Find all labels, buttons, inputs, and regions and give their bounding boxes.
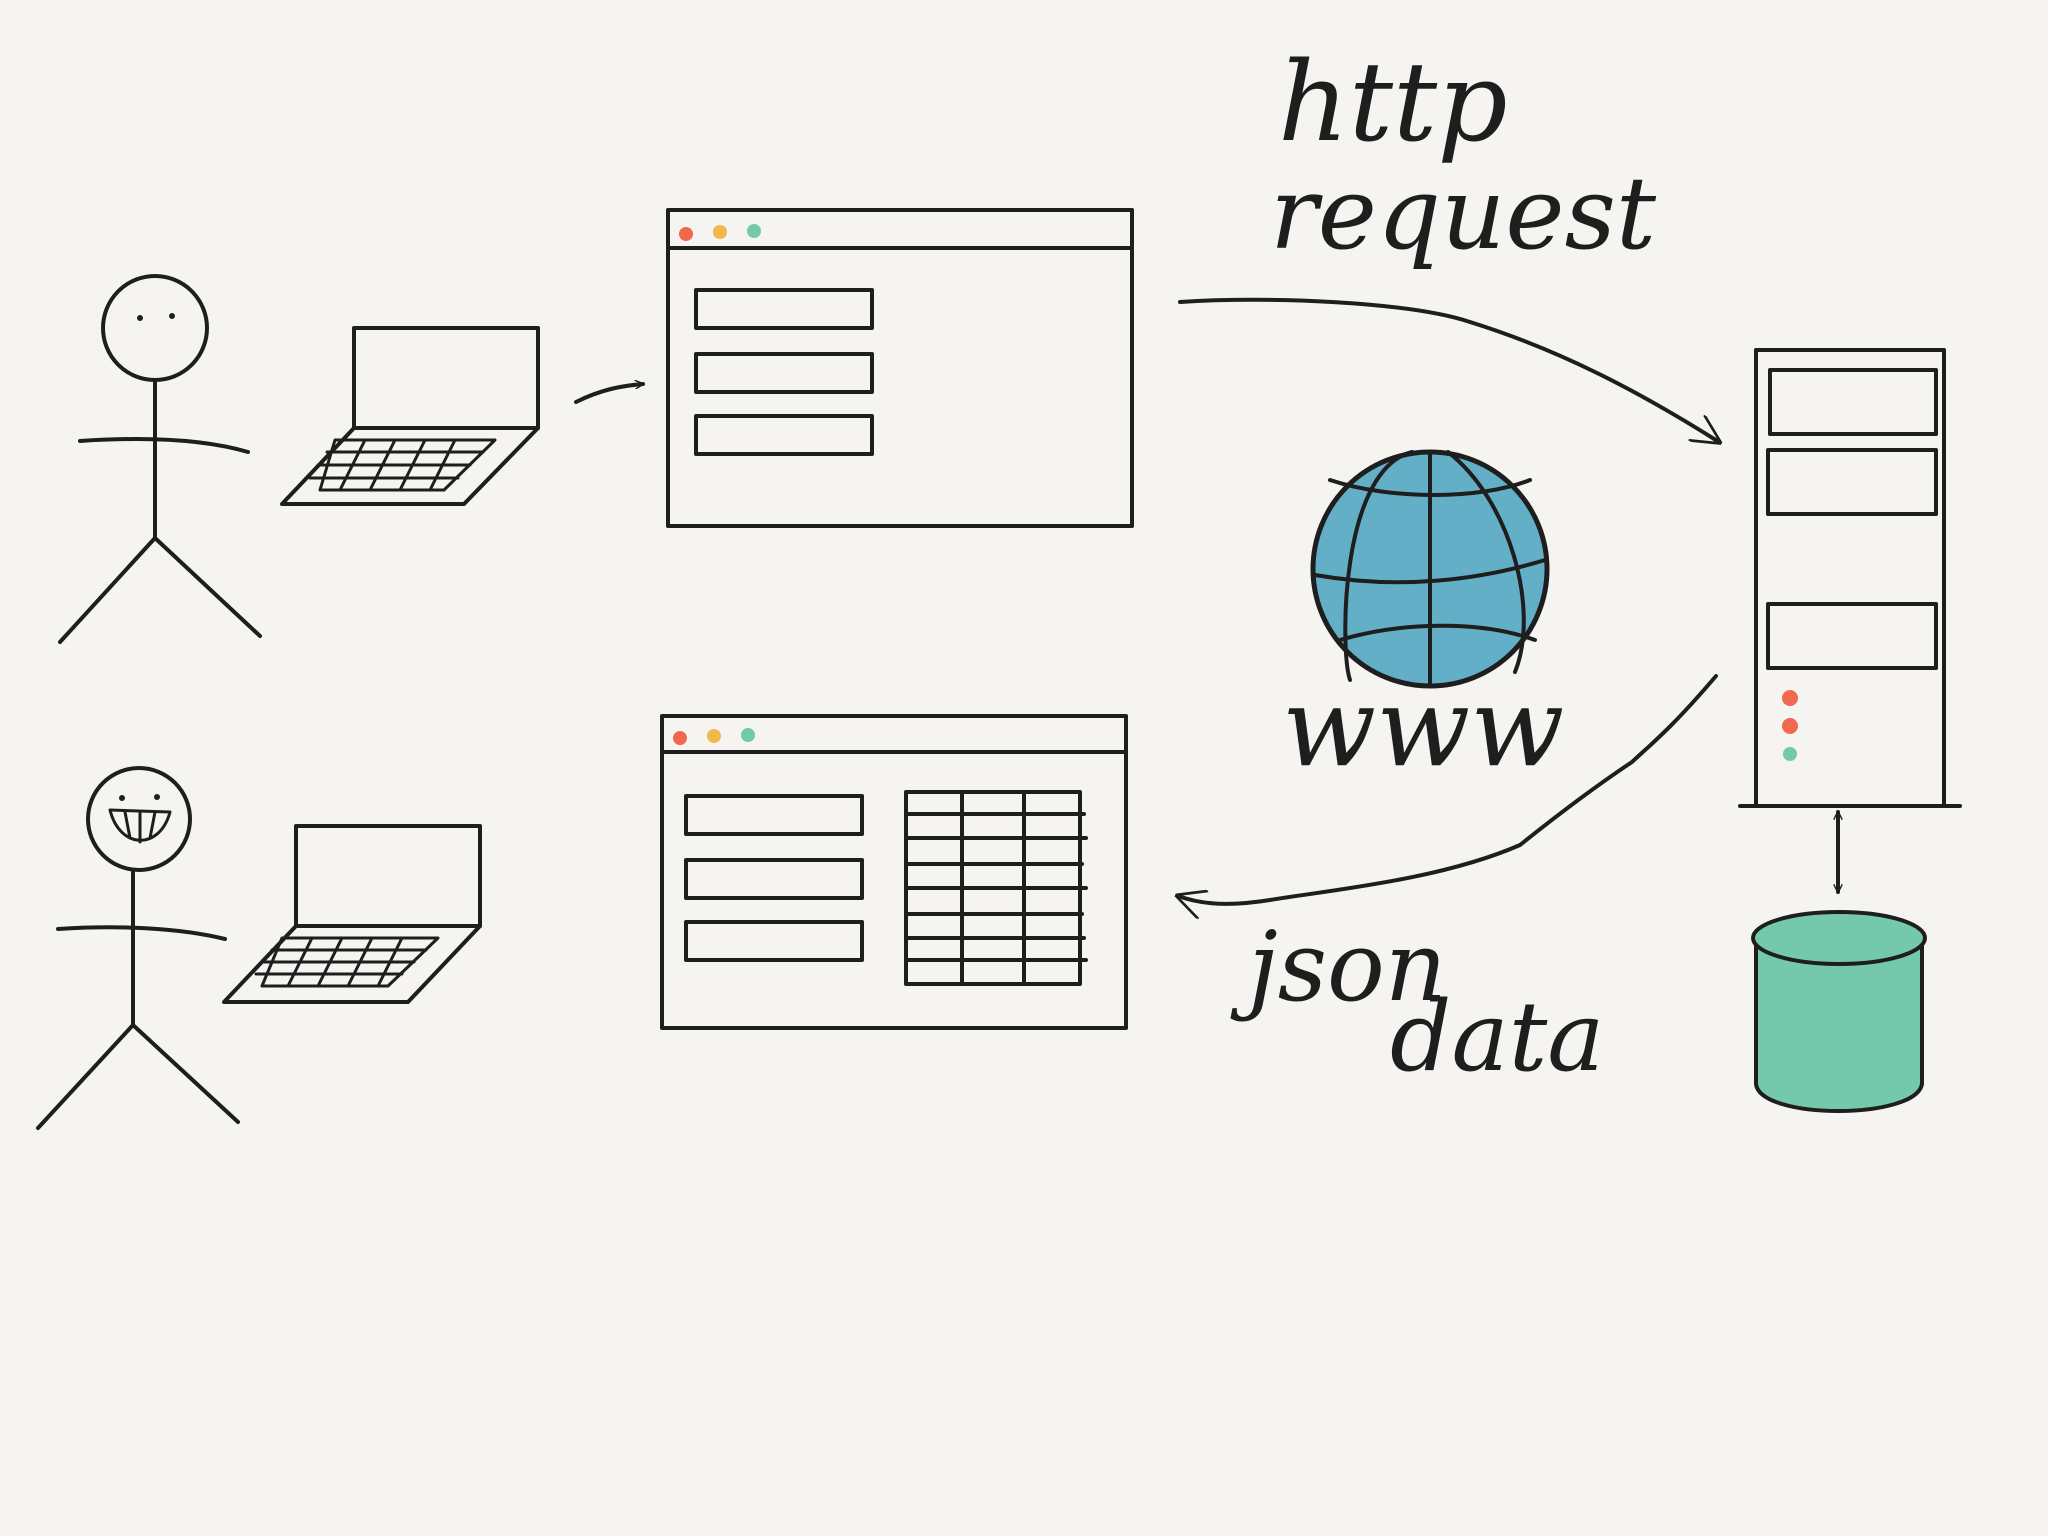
server-icon — [1738, 348, 1962, 808]
request-label-line2: request — [1270, 155, 1657, 272]
data-table — [904, 790, 1088, 986]
server-status-light — [1783, 747, 1797, 761]
server-status-light — [1782, 718, 1798, 734]
window-maximize-dot — [741, 728, 755, 742]
laptop-icon — [280, 326, 540, 506]
response-label-line2: data — [1390, 981, 1605, 1093]
user-stick-figure-2 — [36, 766, 240, 1130]
laptop-icon — [222, 824, 482, 1004]
window-minimize-dot — [707, 729, 721, 743]
window-close-dot — [679, 227, 693, 241]
network-label: www — [1282, 663, 1564, 791]
globe-icon — [1310, 449, 1550, 689]
window-close-dot — [673, 731, 687, 745]
arrow-to-window — [574, 384, 645, 404]
response-arrow — [1178, 674, 1718, 904]
server-status-light — [1782, 690, 1798, 706]
database-icon — [1751, 910, 1927, 1113]
request-label-line1: http — [1278, 38, 1508, 166]
response-label-line1: json — [1230, 911, 1447, 1023]
window-maximize-dot — [747, 224, 761, 238]
browser-window-results — [660, 714, 1128, 1030]
user-stick-figure-1 — [58, 274, 262, 644]
window-minimize-dot — [713, 225, 727, 239]
request-arrow — [1178, 297, 1719, 442]
browser-window-form — [666, 208, 1134, 528]
